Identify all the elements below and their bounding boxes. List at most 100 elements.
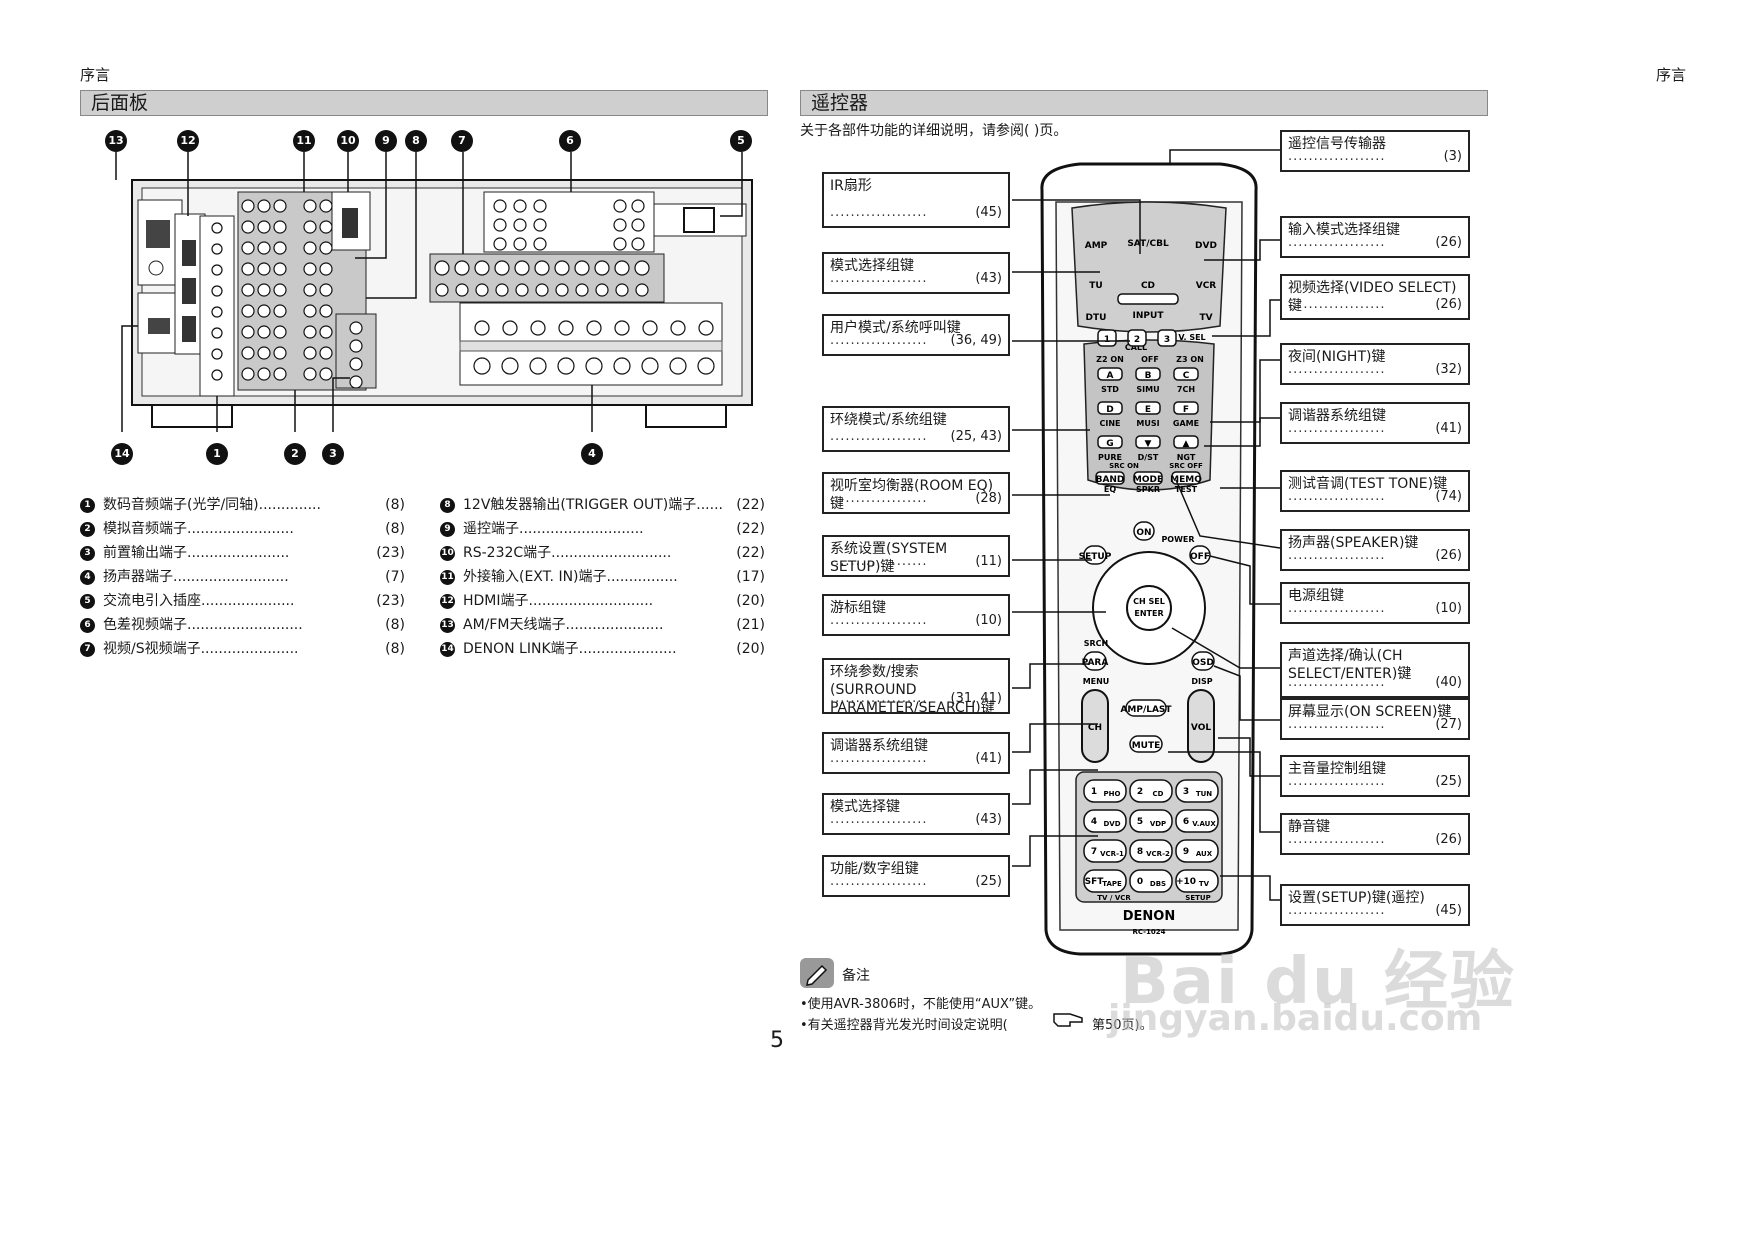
callout-page: (25, 43): [950, 429, 1003, 444]
callout-left-4: 视听室均衡器(ROOM EQ)键...................(28): [822, 472, 1010, 514]
callout-page: (28): [975, 491, 1002, 506]
callout-badge-6: 6: [559, 130, 581, 152]
mode-key-label: MODE: [1133, 475, 1163, 485]
surround-key-6[interactable]: [1097, 435, 1123, 449]
callout-page: (41): [1435, 421, 1462, 436]
jack: [241, 241, 255, 255]
jack: [514, 260, 530, 276]
callout-badge-3: 3: [322, 443, 344, 465]
jack: [273, 325, 287, 339]
numpad-key-3[interactable]: [1083, 809, 1127, 833]
numpad-key-7[interactable]: [1129, 839, 1173, 863]
surround-key-3[interactable]: [1097, 401, 1123, 415]
jack: [319, 262, 333, 276]
callout-label: 声道选择/确认(CH SELECT/ENTER)键: [1288, 648, 1412, 682]
callout-label: 模式选择键: [830, 799, 900, 815]
callout-dots: ...................: [830, 751, 928, 766]
spkr-label: SPKR: [1136, 485, 1160, 494]
numpad-key-1[interactable]: [1129, 779, 1173, 803]
callout-page: (40): [1435, 675, 1462, 690]
numpad-key-11[interactable]: [1175, 869, 1219, 893]
jack: [211, 243, 223, 255]
legend-number-badge: 4: [80, 569, 95, 585]
surround-key-2[interactable]: [1173, 367, 1199, 381]
numpad-num: 4: [1091, 817, 1097, 827]
surround-key-5[interactable]: [1173, 401, 1199, 415]
numpad-key-4[interactable]: [1129, 809, 1173, 833]
numpad-num: 8: [1137, 847, 1143, 857]
callout-dots: ...................: [1288, 903, 1386, 918]
enter-label: ENTER: [1134, 609, 1163, 618]
call-key-2[interactable]: [1127, 329, 1147, 347]
numpad-key-10[interactable]: [1129, 869, 1173, 893]
legend-label: 交流电引入插座.....................: [103, 593, 295, 609]
numpad-key-9[interactable]: [1083, 869, 1127, 893]
surround-key-6-label: G: [1106, 439, 1113, 449]
surround-key-1[interactable]: [1135, 367, 1161, 381]
numpad-label: CD: [1153, 790, 1164, 798]
input-key[interactable]: [1117, 293, 1179, 305]
surround-key-0[interactable]: [1097, 367, 1123, 381]
callout-left-7: 环绕参数/搜索(SURROUND PARAMETER/SEARCH)键.....…: [822, 658, 1010, 716]
numpad-num: 9: [1183, 847, 1189, 857]
jack: [493, 237, 507, 251]
power-label: POWER: [1161, 535, 1194, 544]
zone-label: OFF: [1141, 355, 1159, 364]
callout-page: (41): [975, 751, 1002, 766]
call-key-3[interactable]: [1157, 329, 1177, 347]
memo-key[interactable]: [1171, 471, 1201, 485]
callout-label: 测试音调(TEST TONE)键: [1288, 476, 1448, 492]
band-key-label: BAND: [1096, 475, 1125, 485]
jack: [594, 260, 610, 276]
callout-left-0: IR扇形...................(45): [822, 172, 1010, 228]
call-key-2-label: 2: [1134, 335, 1140, 345]
numpad-label: DVD: [1103, 820, 1120, 828]
band-key[interactable]: [1095, 471, 1125, 485]
jack: [303, 220, 317, 234]
callout-right-7: 电源组键...................(10): [1280, 582, 1470, 624]
callout-label: 模式选择组键: [830, 258, 914, 274]
numpad-num: 5: [1137, 817, 1143, 827]
callout-right-1: 输入模式选择组键...................(26): [1280, 216, 1470, 258]
power-off-key[interactable]: [1189, 545, 1211, 565]
callout-left-5: 系统设置(SYSTEM SETUP)键...................(1…: [822, 535, 1010, 577]
callout-label: 设置(SETUP)键(遥控): [1288, 890, 1425, 906]
numpad-key-6[interactable]: [1083, 839, 1127, 863]
legend-label: HDMI端子............................: [463, 593, 654, 609]
hand-pointer-icon: [1052, 1010, 1084, 1030]
call-key-1[interactable]: [1097, 329, 1117, 347]
legend-number-badge: 1: [80, 497, 95, 513]
legend-label: 前置输出端子.......................: [103, 545, 290, 561]
jack: [257, 199, 271, 213]
jack: [303, 283, 317, 297]
surround-key-8[interactable]: [1173, 435, 1199, 449]
numpad-key-0[interactable]: [1083, 779, 1127, 803]
surround-key-4[interactable]: [1135, 401, 1161, 415]
para-key[interactable]: [1083, 651, 1107, 671]
mode-key[interactable]: [1133, 471, 1163, 485]
amp-last-key[interactable]: [1125, 699, 1167, 717]
jack: [211, 264, 223, 276]
jack: [241, 199, 255, 213]
callout-dots: ...................: [1288, 421, 1386, 436]
jack: [513, 218, 527, 232]
callout-page: (26): [1435, 548, 1462, 563]
numpad-key-5[interactable]: [1175, 809, 1219, 833]
mute-key[interactable]: [1129, 735, 1163, 753]
power-on-key[interactable]: [1133, 521, 1155, 541]
ch-label: CH: [1088, 723, 1102, 733]
osd-key[interactable]: [1191, 651, 1215, 671]
surround-key-7[interactable]: [1135, 435, 1161, 449]
mode-key-sat-cbl: SAT/CBL: [1127, 239, 1169, 249]
numpad-key-8[interactable]: [1175, 839, 1219, 863]
call-key-3-label: 3: [1164, 335, 1170, 345]
watermark-top: Bai du 经验: [1120, 945, 1516, 1019]
jack: [494, 260, 510, 276]
numpad-key-2[interactable]: [1175, 779, 1219, 803]
legend-page: (23): [376, 545, 405, 561]
legend-page: (17): [736, 569, 765, 585]
